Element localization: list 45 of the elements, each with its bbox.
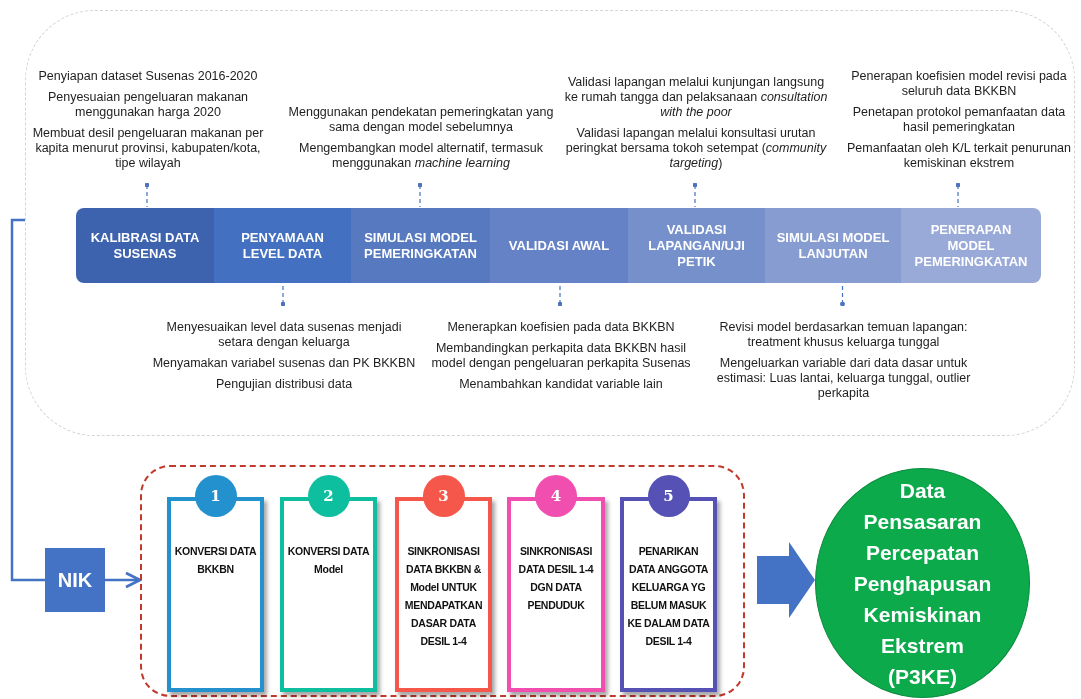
dashed-panel	[25, 10, 1075, 436]
note-text: Menerapkan koefisien pada data BKKBN	[447, 320, 675, 335]
note-text: Menggunakan pendekatan pemeringkatan yang sama dengan model sebelumnya	[287, 105, 555, 135]
note-text: Pengujian distribusi data	[215, 377, 353, 392]
step-label: PENARIKAN DATA ANGGOTA KELUARGA YG BELUM MASUK KE DALAM DATA DESIL 1-4	[626, 544, 711, 649]
result-circle: Data Pensasaran Percepatan Penghapusan Kemiskinan Ekstrem (P3KE)	[815, 468, 1030, 698]
number-badge: 1	[194, 475, 237, 517]
note-text: Validasi lapangan melalui konsultasi urutan peringkat bersama tokoh setempat (community targeting)	[564, 126, 828, 171]
note-text: Validasi lapangan melalui kunjungan langsung ke rumah tangga dan pelaksanaan consultation with the poor	[563, 75, 829, 120]
number-badge: 5	[647, 475, 690, 517]
note-text: Menyesuaikan level data susenas menjadi setara dengan keluarga	[165, 320, 403, 350]
note-text: Membuat desil pengeluaran makanan per kapita menurut provinsi, kabupaten/kota, tipe wilayah	[31, 126, 265, 171]
note-text: Menambahkan kandidat variable lain	[459, 377, 663, 392]
timeline-segment: VALIDASI LAPANGAN/UJI PETIK	[628, 208, 765, 283]
timeline-segment: SIMULASI MODEL PEMERINGKATAN	[351, 208, 490, 283]
nik-box: NIK	[45, 548, 105, 612]
timeline-segment: SIMULASI MODEL LANJUTAN	[765, 208, 901, 283]
number-badge: 2	[307, 475, 350, 517]
leader-line	[144, 182, 150, 208]
note-text: Menyamakan variabel susenas dan PK BKKBN	[152, 356, 416, 371]
note-text: Revisi model berdasarkan temuan lapangan: treatment khusus keluarga tunggal	[718, 320, 969, 350]
number-badge: 4	[535, 475, 577, 517]
note-text: Mengembangkan model alternatif, termasuk menggunakan machine learning	[298, 141, 544, 171]
block-arrow	[757, 542, 815, 618]
step-label: KONVERSI DATA Model	[286, 544, 371, 577]
leader-line	[955, 182, 961, 208]
note-text: Mengeluarkan variable dari data dasar untuk estimasi: Luas lantai, keluarga tunggal, outlier perkapita	[715, 356, 972, 401]
step-label: SINKRONISASI DATA DESIL 1-4 DGN DATA PENDUDUK	[517, 544, 595, 613]
timeline-segment: KALIBRASI DATA SUSENAS	[76, 208, 214, 283]
leader-line	[417, 182, 423, 208]
step-label: SINKRONISASI DATA BKKBN & Model UNTUK MENDAPATKAN DASAR DATA DESIL 1-4	[403, 544, 484, 649]
note-text: Penetapan protokol pemanfaatan data hasil pemeringkatan	[851, 105, 1067, 135]
leader-line	[692, 182, 698, 208]
timeline-segment: PENYAMAAN LEVEL DATA	[214, 208, 351, 283]
note-text: Penerapan koefisien model revisi pada seluruh data BKKBN	[850, 69, 1068, 99]
note-text: Membandingkan perkapita data BKKBN hasil model dengan pengeluaran perkapita Susenas	[430, 341, 692, 371]
timeline-segment: VALIDASI AWAL	[490, 208, 628, 283]
step-label: KONVERSI DATA BKKBN	[173, 544, 258, 577]
timeline-segment: PENERAPAN MODEL PEMERINGKATAN	[901, 208, 1041, 283]
note-text: Pemanfaatan oleh K/L terkait penurunan kemiskinan ekstrem	[846, 141, 1072, 171]
note-text: Penyiapan dataset Susenas 2016-2020	[38, 69, 258, 84]
connector-arrow	[105, 571, 142, 589]
number-badge: 3	[422, 475, 465, 517]
dashed-group-frame	[140, 465, 745, 697]
note-text: Penyesuaian pengeluaran makanan menggunakan harga 2020	[46, 90, 250, 120]
